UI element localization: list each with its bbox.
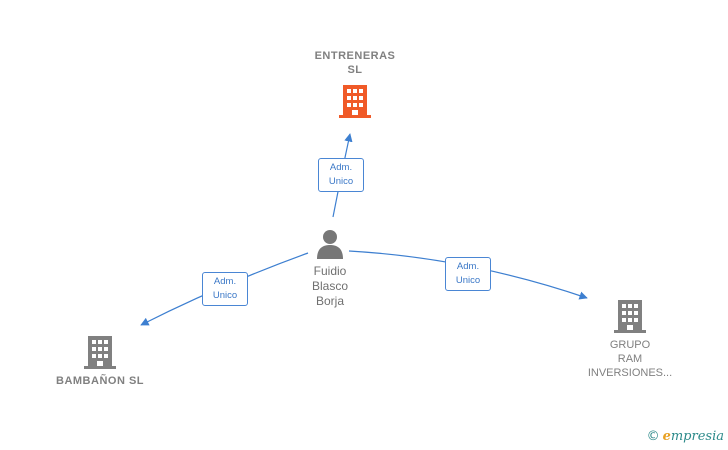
node-bambanon[interactable]: BAMBAÑON SL [40, 334, 160, 388]
role-label-line1: Adm. [329, 162, 353, 173]
copyright-symbol: © [646, 429, 660, 444]
role-label-line1: Adm. [213, 276, 237, 287]
entreneras-name-line2: SL [347, 64, 363, 76]
person-name-line1: Fuidio [313, 264, 347, 278]
role-label-entreneras: Adm. Unico [318, 158, 364, 192]
node-person[interactable]: Fuidio Blasco Borja [290, 229, 370, 309]
role-label-line1: Adm. [456, 261, 480, 272]
role-label-line2: Unico [328, 176, 354, 187]
brand-name: mpresia [670, 429, 724, 444]
grupo-ram-name-line1: GRUPO [609, 339, 651, 351]
bambanon-name: BAMBAÑON SL [56, 375, 144, 387]
grupo-ram-name-line3: INVERSIONES... [587, 367, 673, 379]
empresia-watermark: ©empresia [647, 428, 724, 444]
brand-initial: e [662, 429, 671, 444]
person-name-line2: Blasco [311, 279, 349, 293]
entreneras-name-line1: ENTRENERAS [314, 50, 396, 62]
role-label-bambanon: Adm. Unico [202, 272, 248, 306]
building-icon [295, 83, 415, 119]
role-label-line2: Unico [455, 275, 481, 286]
person-name-line3: Borja [315, 294, 344, 308]
node-grupo-ram[interactable]: GRUPO RAM INVERSIONES... [570, 298, 690, 380]
building-icon [40, 334, 160, 370]
person-icon [290, 229, 370, 259]
grupo-ram-name-line2: RAM [617, 353, 643, 365]
building-icon [570, 298, 690, 334]
role-label-grupo-ram: Adm. Unico [445, 257, 491, 291]
node-entreneras[interactable]: ENTRENERAS SL [295, 49, 415, 119]
role-label-line2: Unico [212, 290, 238, 301]
